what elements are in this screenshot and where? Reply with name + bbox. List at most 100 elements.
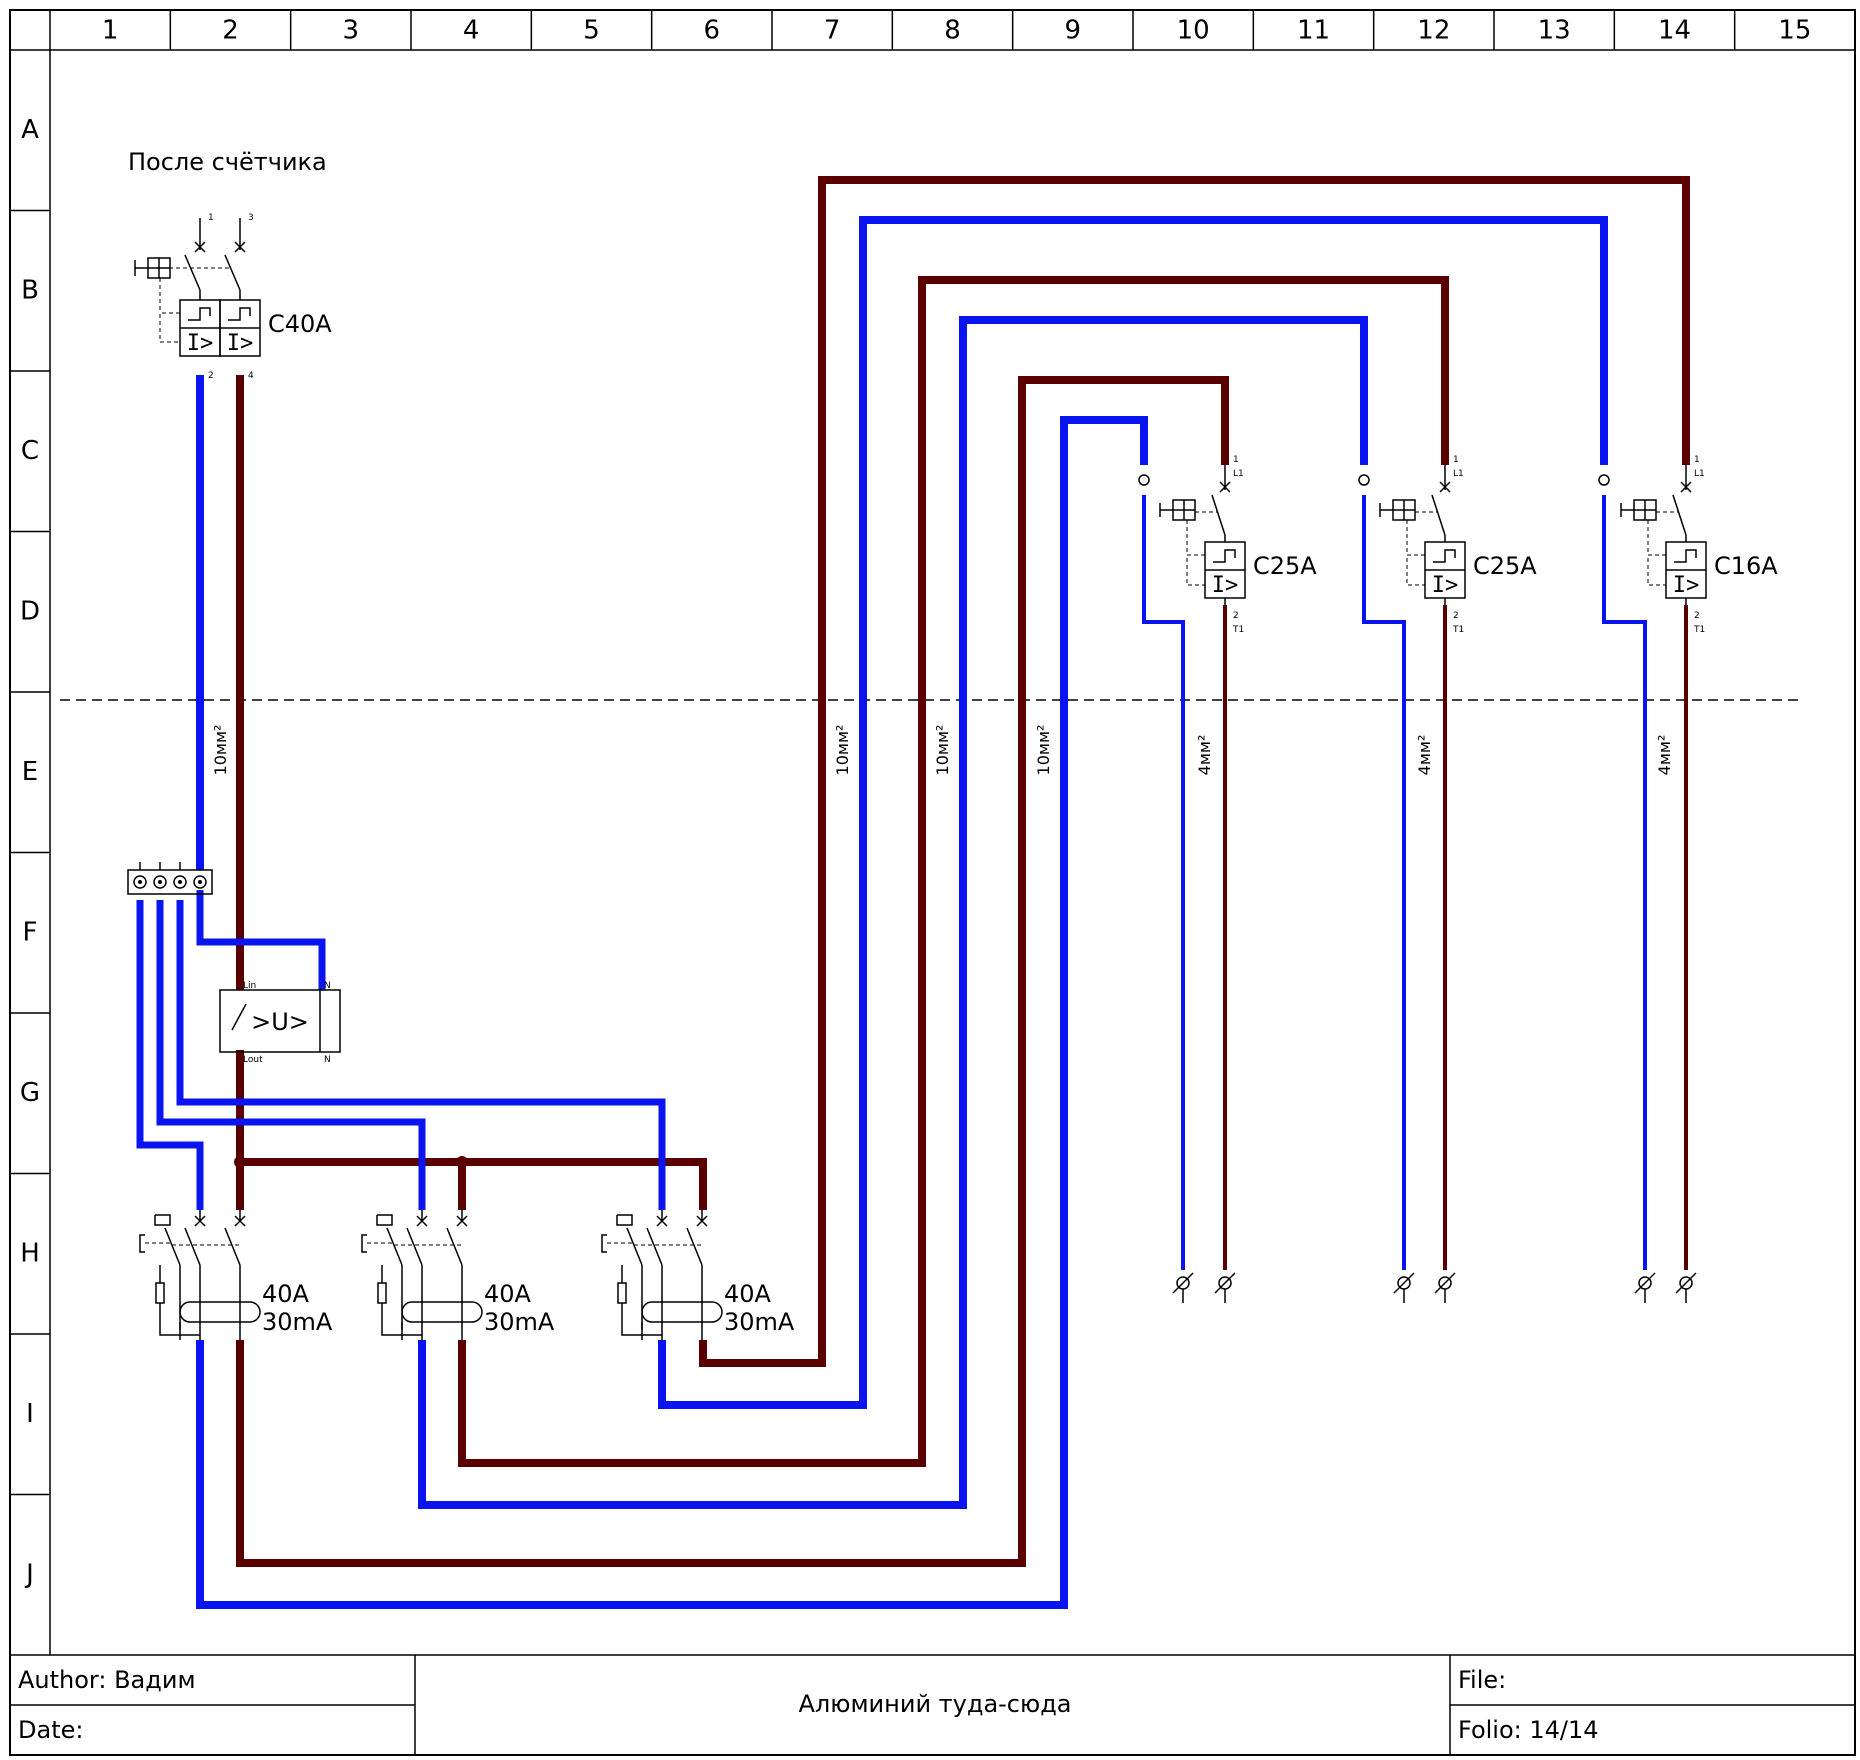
- column-label: 15: [1778, 16, 1811, 46]
- row-label: J: [24, 1559, 34, 1589]
- column-label: 4: [463, 16, 480, 46]
- breaker-out-phase: T1: [1232, 625, 1244, 635]
- row-label: A: [21, 115, 39, 145]
- title-block: Author: Вадим Date: Алюминий туда-сюда F…: [10, 1655, 1855, 1755]
- cable-label-out2: 4мм²: [1415, 735, 1434, 776]
- cable-label-out3: 4мм²: [1655, 735, 1674, 776]
- column-label: 12: [1417, 16, 1450, 46]
- folio-field: Folio: 14/14: [1458, 1716, 1599, 1744]
- rcd3-neutral-out: [658, 216, 1608, 1409]
- main-breaker-terminal-4: 4: [248, 371, 254, 381]
- column-label: 8: [944, 16, 961, 46]
- sheet-frame: [9, 9, 1856, 1756]
- svg-text:I>: I>: [187, 331, 214, 356]
- column-label: 11: [1297, 16, 1330, 46]
- wiring: [136, 176, 1690, 1609]
- breaker-in-phase: L1: [1694, 469, 1705, 479]
- row-label: E: [22, 757, 38, 787]
- phase-bus: [240, 1158, 707, 1210]
- breaker-rating: C25A: [1253, 552, 1317, 580]
- outgoing-terminal: [1434, 1272, 1456, 1303]
- row-label: G: [20, 1078, 40, 1108]
- row-label: I: [26, 1399, 34, 1429]
- rcd2-neutral-in: [156, 900, 426, 1210]
- breaker-trip-symbol: I>: [1673, 573, 1700, 598]
- breaker-trip-symbol: I>: [1432, 573, 1459, 598]
- voltage-relay: >U> Lin N Lout N: [219, 981, 341, 1065]
- breaker-1: I> 1L1 2T1 C25A: [1138, 455, 1317, 635]
- relay-terminal-lout: Lout: [243, 1055, 263, 1065]
- rcd3-neutral-in: [176, 900, 666, 1210]
- main-breaker: 1 3 I> I> 2 4 C40A: [134, 213, 332, 381]
- outgoing-terminal: [1634, 1272, 1656, 1303]
- rcd-sensitivity: 30mA: [724, 1308, 795, 1336]
- breaker-in-phase: L1: [1453, 469, 1464, 479]
- breaker-out-phase: T1: [1452, 625, 1464, 635]
- relay-terminal-n-in: N: [324, 981, 331, 991]
- column-label: 14: [1658, 16, 1691, 46]
- neutral-terminal-block: [127, 862, 213, 895]
- rcd-sensitivity: 30mA: [484, 1308, 555, 1336]
- rcd1-neutral-out: [196, 416, 1148, 1609]
- breaker-out-terminal: 2: [1694, 611, 1700, 621]
- main-breaker-terminal-3: 3: [248, 213, 254, 223]
- column-label: 13: [1538, 16, 1571, 46]
- column-label: 1: [102, 16, 119, 46]
- row-label: F: [23, 917, 38, 947]
- relay-terminal-n-out: N: [324, 1055, 331, 1065]
- row-label: B: [21, 275, 39, 305]
- column-label: 5: [583, 16, 600, 46]
- section-title: После счётчика: [128, 148, 327, 176]
- rcd-sensitivity: 30mA: [262, 1308, 333, 1336]
- breaker-in-terminal: 1: [1233, 455, 1239, 465]
- file-field: File:: [1458, 1666, 1506, 1694]
- row-label: D: [20, 596, 40, 626]
- out2-neutral: [1362, 495, 1406, 1270]
- rcd-rating: 40A: [484, 1280, 532, 1308]
- relay-terminal-lin: Lin: [243, 981, 256, 991]
- rcd1-phase-out: [236, 376, 1229, 1567]
- rcd1-neutral-in: [136, 900, 204, 1210]
- breaker-out-phase: T1: [1693, 625, 1705, 635]
- bus-junction-2: [456, 1156, 468, 1168]
- cable-label-rcd1: 10мм²: [1034, 725, 1053, 776]
- out1-neutral: [1142, 495, 1185, 1270]
- breaker-in-phase: L1: [1233, 469, 1244, 479]
- cable-label-main: 10мм²: [211, 725, 230, 776]
- svg-text:I>: I>: [227, 331, 254, 356]
- outgoing-terminal: [1393, 1272, 1415, 1303]
- breaker-rating: C25A: [1473, 552, 1537, 580]
- breaker-trip-symbol: I>: [1212, 573, 1239, 598]
- drawing-title: Алюминий туда-сюда: [798, 1690, 1071, 1718]
- column-label: 10: [1177, 16, 1210, 46]
- cable-label-out1: 4мм²: [1195, 735, 1214, 776]
- cable-label-rcd3: 10мм²: [833, 725, 852, 776]
- relay-neutral-wire: [196, 890, 326, 990]
- cable-label-rcd2: 10мм²: [933, 725, 952, 776]
- cable-labels: 10мм² 10мм² 10мм² 10мм² 4мм² 4мм² 4мм²: [211, 725, 1674, 776]
- breaker-in-terminal: 1: [1694, 455, 1700, 465]
- column-label: 2: [222, 16, 239, 46]
- column-label: 7: [824, 16, 841, 46]
- main-breaker-rating: C40A: [268, 310, 332, 338]
- column-label: 6: [704, 16, 721, 46]
- bus-junction-1: [234, 1156, 246, 1168]
- neutral-connector: [1598, 474, 1610, 486]
- breaker-out-terminal: 2: [1233, 611, 1239, 621]
- rcd-rating: 40A: [724, 1280, 772, 1308]
- out3-neutral: [1602, 495, 1647, 1270]
- author-field: Author: Вадим: [18, 1666, 196, 1694]
- breaker-out-terminal: 2: [1453, 611, 1459, 621]
- row-label: H: [20, 1238, 40, 1268]
- outgoing-terminal: [1675, 1272, 1697, 1303]
- main-breaker-terminal-1: 1: [208, 213, 214, 223]
- neutral-connector: [1138, 474, 1150, 486]
